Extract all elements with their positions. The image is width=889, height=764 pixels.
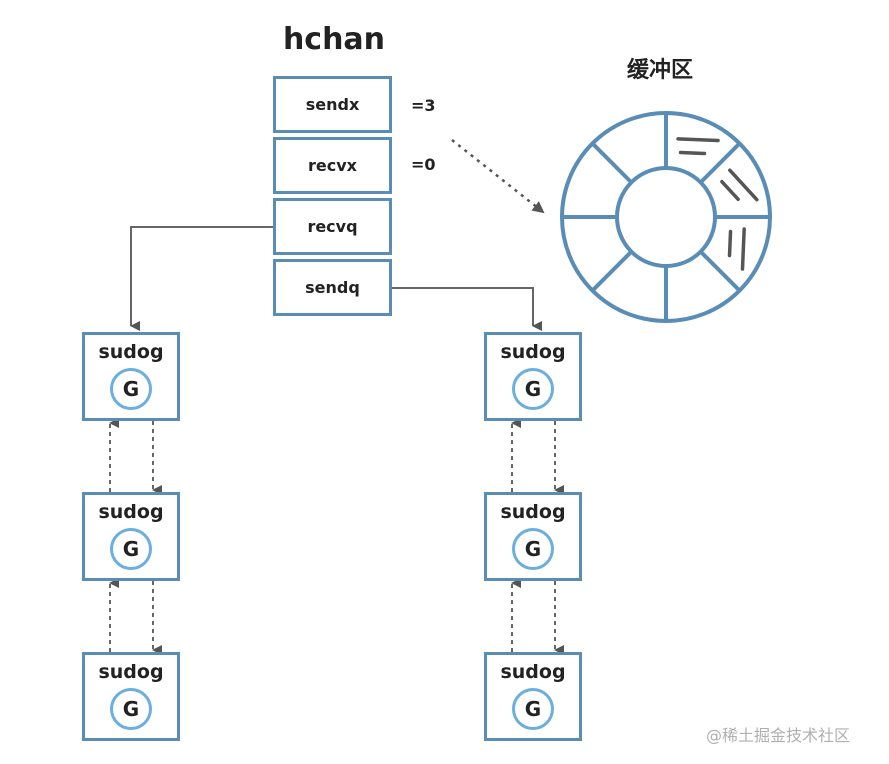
buffer-filled-mark	[728, 168, 759, 202]
sendq-sudog: sudog G	[484, 332, 582, 421]
buffer-slot-divider	[591, 142, 633, 184]
goroutine-circle: G	[110, 688, 152, 730]
buffer-slot-divider	[699, 250, 741, 292]
hchan-title: hchan	[282, 22, 386, 57]
sendx-value: =3	[411, 96, 436, 115]
sendq-sudog: sudog G	[484, 652, 582, 741]
buffer-filled-mark	[676, 137, 720, 143]
buffer-title: 缓冲区	[626, 58, 693, 83]
hchan-field-sendx: sendx	[273, 76, 392, 133]
buffer-slot-divider	[591, 250, 633, 292]
goroutine-circle: G	[512, 528, 554, 570]
buffer-filled-mark	[720, 179, 740, 202]
hchan-field-recvx: recvx	[273, 137, 392, 194]
recvq-connector-arrow	[130, 226, 273, 331]
goroutine-circle: G	[110, 528, 152, 570]
hchan-field-sendq: sendq	[273, 259, 392, 316]
sudog-label: sudog	[500, 341, 566, 363]
recvx-value: =0	[411, 155, 436, 174]
buffer-inner-ring	[615, 166, 717, 268]
hchan-field-recvq: recvq	[273, 198, 392, 255]
ring-buffer	[560, 111, 772, 323]
sudog-label: sudog	[500, 501, 566, 523]
recvq-sudog: sudog G	[82, 492, 180, 581]
buffer-filled-mark	[740, 227, 746, 271]
queue-links	[109, 418, 564, 655]
sendq-connector-arrow	[392, 287, 542, 331]
sudog-label: sudog	[500, 661, 566, 683]
buffer-pointer-arrow	[451, 139, 545, 214]
buffer-filled-mark	[678, 150, 707, 156]
buffer-slot-divider	[699, 142, 741, 184]
buffer-filled-mark	[727, 229, 733, 258]
sendq-sudog: sudog G	[484, 492, 582, 581]
sudog-label: sudog	[98, 501, 164, 523]
recvq-sudog: sudog G	[82, 332, 180, 421]
goroutine-circle: G	[512, 368, 554, 410]
watermark: @稀土掘金技术社区	[706, 726, 851, 745]
sudog-label: sudog	[98, 661, 164, 683]
goroutine-circle: G	[110, 368, 152, 410]
goroutine-circle: G	[512, 688, 554, 730]
recvq-sudog: sudog G	[82, 652, 180, 741]
sudog-label: sudog	[98, 341, 164, 363]
